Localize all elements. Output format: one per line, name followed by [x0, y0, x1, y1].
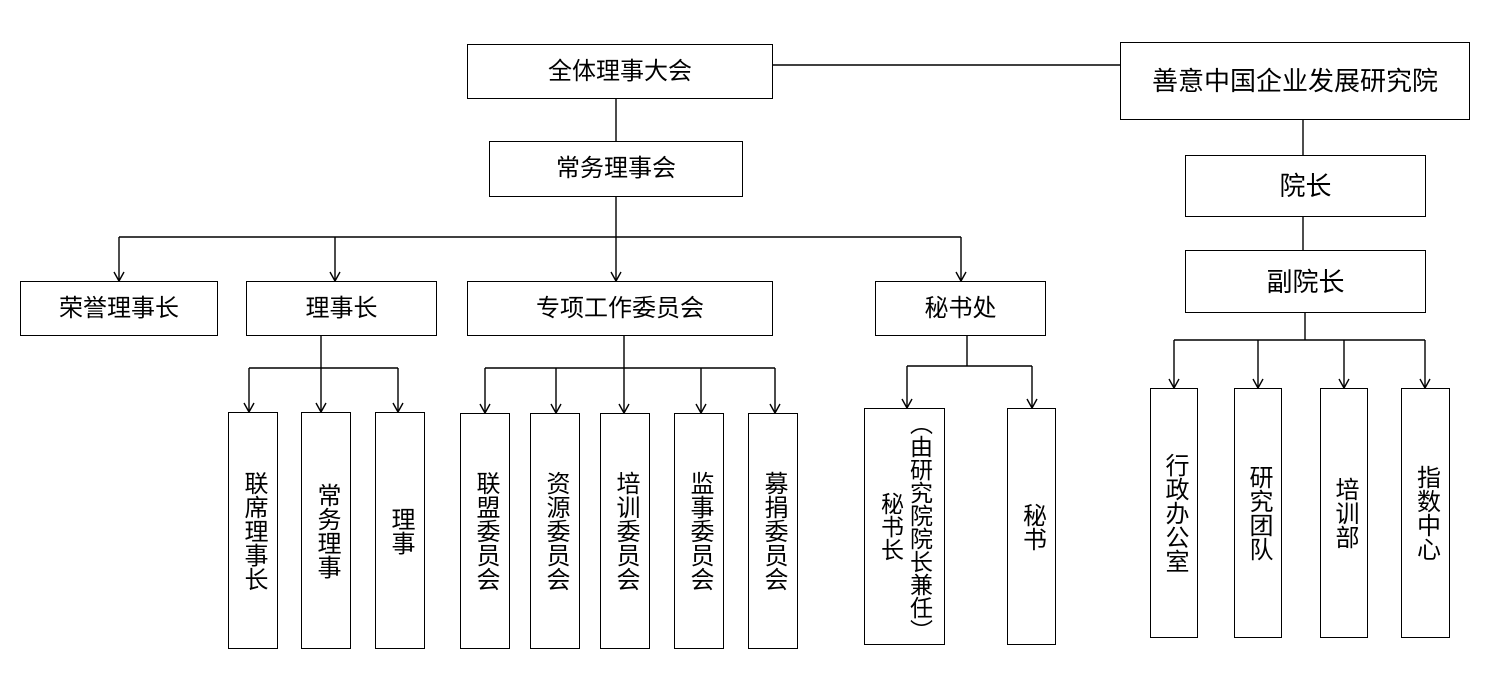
secretary-general-note: （由研究院院长兼任） — [906, 411, 933, 642]
council-label: 全体理事大会 — [548, 57, 692, 85]
honorary-chairman-box: 荣誉理事长 — [20, 281, 218, 336]
fundraising-committee-box: 募捐委员会 — [748, 413, 798, 649]
secretary-label: 秘书 — [1018, 502, 1046, 551]
secretary-box: 秘书 — [1007, 408, 1056, 645]
director-label: 理事 — [387, 506, 414, 555]
index-center-box: 指数中心 — [1401, 388, 1450, 638]
director-box: 理事 — [375, 412, 425, 649]
institute-label: 善意中国企业发展研究院 — [1151, 66, 1438, 96]
index-center-label: 指数中心 — [1412, 465, 1440, 561]
supervisory-committee-box: 监事委员会 — [674, 413, 724, 649]
admin-office-label: 行政办公室 — [1161, 453, 1188, 573]
president-label: 院长 — [1279, 171, 1332, 201]
vice-president-box: 副院长 — [1185, 250, 1426, 313]
special-committees-label: 专项工作委员会 — [536, 294, 704, 322]
research-team-box: 研究团队 — [1234, 388, 1282, 638]
alliance-committee-label: 联盟委员会 — [472, 471, 499, 591]
council-box: 全体理事大会 — [467, 44, 773, 99]
research-team-label: 研究团队 — [1245, 465, 1272, 561]
standing-council-label: 常务理事会 — [556, 155, 676, 182]
fundraising-committee-label: 募捐委员会 — [760, 471, 787, 591]
secretary-general-title: 秘书长 — [877, 492, 904, 561]
special-committees-box: 专项工作委员会 — [467, 281, 773, 336]
training-dept-label: 培训部 — [1331, 477, 1358, 549]
standing-council-box: 常务理事会 — [489, 141, 743, 197]
supervisory-committee-label: 监事委员会 — [686, 471, 713, 591]
secretariat-box: 秘书处 — [875, 281, 1046, 336]
chairman-label: 理事长 — [305, 294, 378, 322]
alliance-committee-box: 联盟委员会 — [460, 413, 510, 649]
vice-president-label: 副院长 — [1266, 266, 1345, 297]
secretariat-label: 秘书处 — [924, 294, 997, 322]
training-dept-box: 培训部 — [1320, 388, 1368, 638]
standing-director-box: 常务理事 — [301, 412, 351, 649]
chairman-box: 理事长 — [246, 281, 437, 336]
admin-office-box: 行政办公室 — [1150, 388, 1198, 638]
standing-director-label: 常务理事 — [313, 482, 340, 579]
secretary-general-box: 秘书长 （由研究院院长兼任） — [864, 408, 945, 645]
resource-committee-label: 资源委员会 — [542, 471, 569, 591]
resource-committee-box: 资源委员会 — [530, 413, 580, 649]
institute-box: 善意中国企业发展研究院 — [1120, 42, 1470, 120]
honorary-chairman-label: 荣誉理事长 — [59, 294, 179, 322]
co-chairman-box: 联席理事长 — [228, 412, 278, 649]
co-chairman-label: 联席理事长 — [240, 470, 267, 591]
training-committee-label: 培训委员会 — [612, 471, 639, 591]
secretary-general-text: 秘书长 （由研究院院长兼任） — [877, 411, 933, 642]
president-box: 院长 — [1185, 155, 1426, 217]
training-committee-box: 培训委员会 — [600, 413, 650, 649]
